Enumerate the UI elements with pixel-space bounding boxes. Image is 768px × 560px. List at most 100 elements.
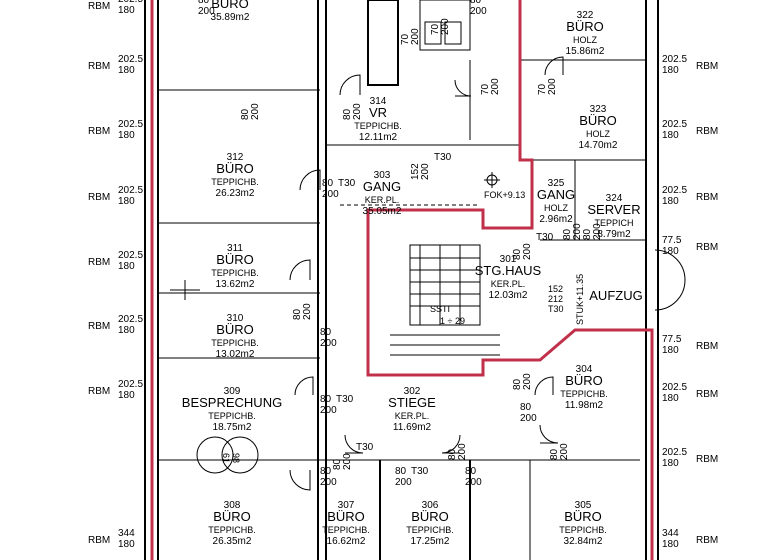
rbm-top-value: 202.5 <box>662 119 687 130</box>
door-width: 80 <box>447 448 458 460</box>
rbm-bottom-value: 180 <box>118 196 135 207</box>
door-height: 200 <box>320 405 337 416</box>
door-height: 200 <box>520 413 537 424</box>
door-width: 80 <box>332 458 343 470</box>
room-area: 35.89m2 <box>211 12 250 23</box>
lift-dim-1: 152 <box>548 284 563 294</box>
rbm-bottom-value: 180 <box>662 539 679 550</box>
room-floor: HOLZ <box>573 35 598 45</box>
room-name: BÜRO <box>565 373 603 388</box>
room-name: STG.HAUS <box>475 263 542 278</box>
lift-t30: T30 <box>548 304 564 314</box>
door-height: 200 <box>320 338 337 349</box>
rbm-label: RBM <box>88 257 110 268</box>
room-area: 11.69m2 <box>393 422 432 433</box>
door-fire-rating: T30 <box>336 394 354 405</box>
rbm-label: RBM <box>696 389 718 400</box>
room-floor: HOLZ <box>544 203 569 213</box>
room-number: 303 <box>374 170 391 181</box>
door-height: 200 <box>522 373 533 390</box>
door-height: 200 <box>342 453 353 470</box>
rbm-bottom-value: 180 <box>118 130 135 141</box>
room-name: BÜRO <box>579 113 617 128</box>
door-height: 200 <box>320 477 337 488</box>
door-width: 80 <box>198 0 210 6</box>
fire-compartment-outline-right <box>366 0 654 560</box>
room-number: 310 <box>227 313 244 324</box>
room-number: 323 <box>590 104 607 115</box>
door-width: 70 <box>480 83 491 95</box>
table-dim-left: 61 <box>221 453 231 463</box>
room-area: 12.11m2 <box>359 132 398 143</box>
rbm-label: RBM <box>696 535 718 546</box>
rbm-top-value: 77.5 <box>662 334 682 345</box>
rbm-label: RBM <box>88 126 110 137</box>
door-width: 70 <box>430 23 441 35</box>
fok-label: FOK+9.13 <box>484 190 525 200</box>
door-fire-rating: T30 <box>536 232 554 243</box>
room-floor: TEPPICHB. <box>560 389 608 399</box>
rbm-label: RBM <box>88 1 110 12</box>
room-name: BÜRO <box>211 0 249 11</box>
door-height: 200 <box>302 303 313 320</box>
room-number: 304 <box>576 364 593 375</box>
room-area: 2.96m2 <box>539 214 573 225</box>
rbm-top-value: 202.5 <box>118 0 143 5</box>
stuk-label: STUK+11.35 <box>575 274 585 325</box>
room-name: STIEGE <box>388 395 436 410</box>
door-width: 80 <box>240 108 251 120</box>
door-width: 80 <box>320 466 332 477</box>
room-number: 302 <box>404 386 421 397</box>
rbm-top-value: 202.5 <box>662 54 687 65</box>
room-floor: TEPPICHB. <box>211 177 259 187</box>
door-fire-rating: T30 <box>434 152 452 163</box>
rbm-bottom-value: 180 <box>662 246 679 257</box>
door-height: 200 <box>352 103 363 120</box>
door-height: 200 <box>250 103 261 120</box>
door-width: 80 <box>322 178 334 189</box>
room-name: BÜRO <box>213 509 251 524</box>
room-area: 13.62m2 <box>216 279 255 290</box>
rbm-bottom-value: 180 <box>662 65 679 76</box>
rbm-label: RBM <box>696 126 718 137</box>
door-swings <box>289 56 686 491</box>
door-height: 200 <box>572 223 583 240</box>
door-height: 200 <box>470 6 487 17</box>
rbm-bottom-value: 180 <box>662 345 679 356</box>
rbm-bottom-value: 180 <box>118 390 135 401</box>
room-number: 324 <box>606 193 623 204</box>
room-area: 16.62m2 <box>327 536 366 547</box>
room-name: GANG <box>363 179 401 194</box>
rbm-top-value: 77.5 <box>662 235 682 246</box>
rbm-label: RBM <box>696 192 718 203</box>
room-number: 312 <box>227 152 244 163</box>
door-height: 200 <box>420 163 431 180</box>
room-area: 32.84m2 <box>564 536 603 547</box>
room-number: 301 <box>500 254 517 265</box>
door-fire-rating: T30 <box>356 442 374 453</box>
door-width: 70 <box>537 83 548 95</box>
room-floor: TEPPICHB. <box>208 525 256 535</box>
rbm-top-value: 202.5 <box>662 447 687 458</box>
room-floor: TEPPICHB. <box>211 268 259 278</box>
rbm-bottom-value: 180 <box>118 325 135 336</box>
room-floor: TEPPICHB. <box>211 338 259 348</box>
room-floor: KER.PL. <box>491 279 526 289</box>
room-area: 18.75m2 <box>213 422 252 433</box>
rbm-label: RBM <box>88 192 110 203</box>
rbm-top-value: 202.5 <box>118 54 143 65</box>
rbm-top-value: 344 <box>662 528 679 539</box>
door-width: 70 <box>400 33 411 45</box>
door-width: 152 <box>410 163 421 180</box>
door-height: 200 <box>522 243 533 260</box>
rbm-bottom-value: 180 <box>118 65 135 76</box>
rbm-top-value: 202.5 <box>662 382 687 393</box>
room-area: 26.23m2 <box>216 188 255 199</box>
rbm-bottom-value: 180 <box>118 261 135 272</box>
room-name: VR <box>369 105 387 120</box>
door-height: 200 <box>395 477 412 488</box>
door-width: 80 <box>582 228 593 240</box>
rbm-top-value: 202.5 <box>118 314 143 325</box>
door-height: 200 <box>198 6 215 17</box>
